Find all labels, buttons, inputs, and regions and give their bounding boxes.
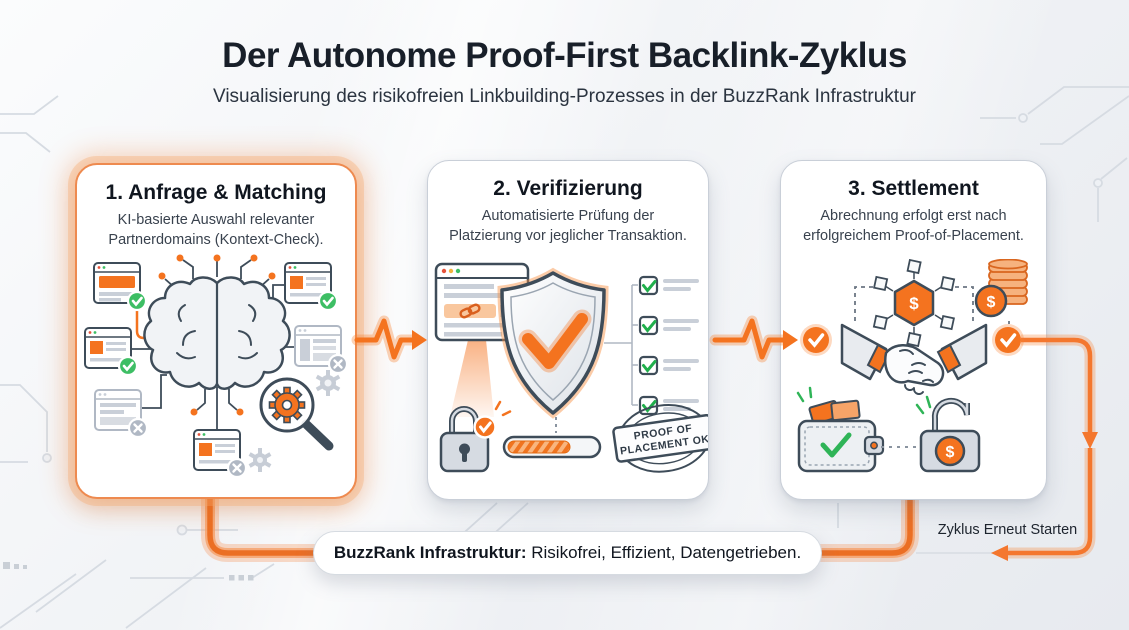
browser-approved-1 [93, 262, 148, 312]
wallet-icon [796, 386, 885, 473]
arrowhead-left [991, 545, 1008, 561]
blockchain-icon: $ [872, 259, 956, 348]
browser-rejected-3 [294, 325, 349, 375]
check-badge [126, 290, 148, 312]
brain-icon [143, 276, 291, 390]
card1-description: KI-basierte Auswahl relevanter Partnerdo… [108, 212, 324, 248]
zigzag-arrow-2 [709, 315, 832, 363]
card3-title: 3. Settlement [848, 177, 979, 200]
settlement-illustration: $ $ [796, 259, 1028, 473]
x-badge [327, 353, 349, 375]
check-badge [473, 415, 497, 439]
card3-description: Abrechnung erfolgt erst nach erfolgreich… [803, 208, 1024, 244]
infrastructure-banner: BuzzRank Infrastruktur: Risikofrei, Effi… [313, 531, 822, 575]
card1-title: 1. Anfrage & Matching [105, 181, 327, 204]
restart-cycle-label: Zyklus Erneut Starten [937, 522, 1078, 538]
proof-stamp: PROOF OF PLACEMENT OK [612, 404, 708, 473]
zigzag-arrow-1 [351, 315, 427, 363]
svg-text:$: $ [909, 294, 919, 313]
coins-icon: $ [974, 259, 1028, 335]
page-title: Der Autonome Proof-First Backlink-Zyklus [222, 36, 907, 75]
gear-icon [248, 448, 272, 472]
scan-beam [450, 340, 494, 417]
browser-approved-3 [284, 262, 339, 312]
card2-description: Automatisierte Prüfung der Platzierung v… [449, 208, 687, 244]
gear-icon [315, 370, 341, 396]
arrowhead-down [1082, 432, 1098, 449]
card-anfrage-matching: 1. Anfrage & Matching KI-basierte Auswah… [75, 163, 357, 499]
page-subtitle: Visualisierung des risikofreien Linkbuil… [213, 86, 916, 107]
dashed-brackets [854, 286, 974, 325]
shield-check-icon [497, 267, 609, 419]
restart-arrow [991, 324, 1098, 561]
x-badge [226, 457, 248, 479]
check-mark [820, 432, 852, 458]
banner-bold-text: BuzzRank Infrastruktur: [333, 543, 527, 562]
progress-bar [502, 435, 602, 459]
browser-rejected-2 [193, 429, 248, 479]
circuit-nodes [158, 254, 276, 416]
banner-regular-text: Risikofrei, Effizient, Datengetrieben. [526, 543, 802, 562]
svg-text:$: $ [987, 294, 996, 311]
link-icon [459, 303, 481, 319]
card-settlement: 3. Settlement Abrechnung erfolgt erst na… [780, 160, 1047, 500]
browser-approved-2 [84, 327, 139, 377]
handshake-icon [840, 323, 988, 395]
padlock-verified-icon [439, 400, 512, 473]
card2-title: 2. Verifizierung [493, 177, 643, 200]
magnifier-gear-icon [259, 377, 334, 451]
circuit-dots [3, 562, 254, 581]
ai-matching-illustration [84, 254, 349, 479]
check-circle [800, 324, 832, 356]
check-circle [992, 324, 1024, 356]
card-verifizierung: 2. Verifizierung Automatisierte Prüfung … [427, 160, 709, 500]
browser-rejected-1 [94, 389, 149, 439]
svg-text:$: $ [946, 444, 955, 461]
check-badge [317, 290, 339, 312]
check-badge [117, 355, 139, 377]
unlocked-padlock-icon: $ [915, 395, 981, 473]
x-badge [127, 417, 149, 439]
verification-illustration: PROOF OF PLACEMENT OK [434, 262, 708, 473]
